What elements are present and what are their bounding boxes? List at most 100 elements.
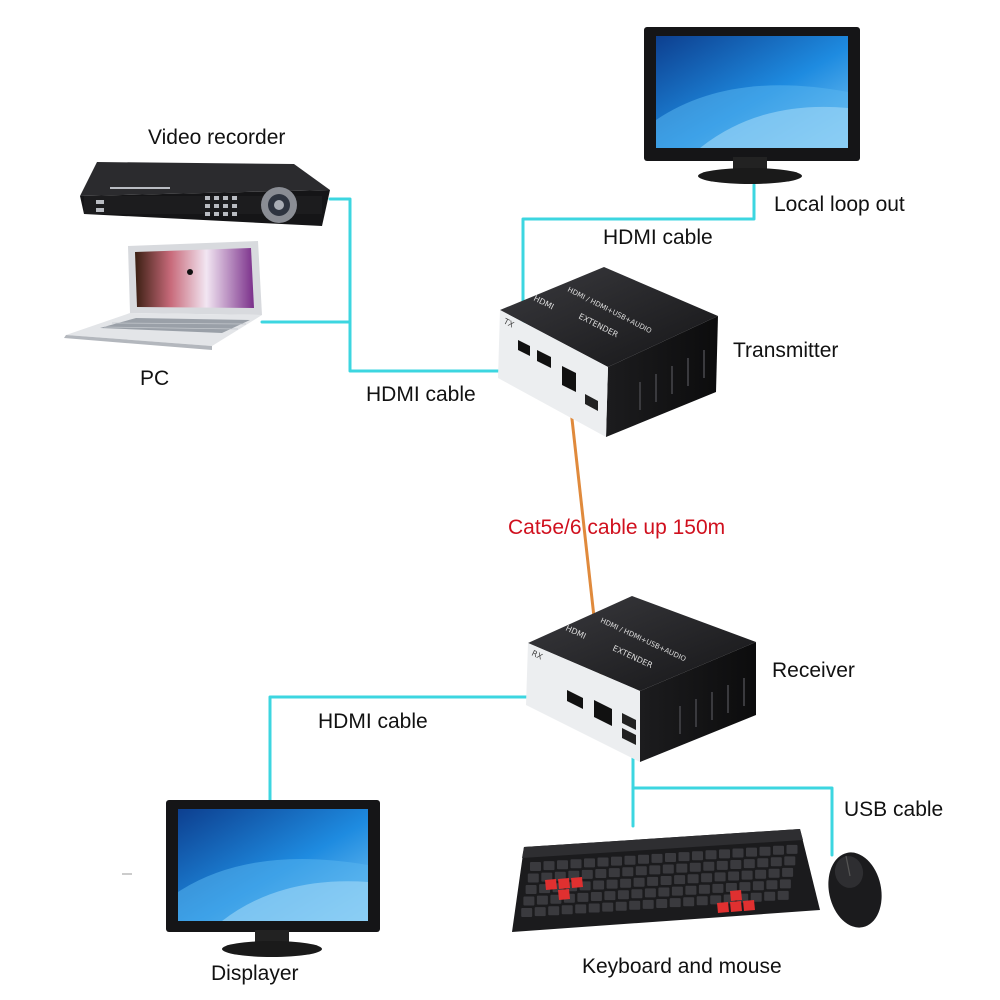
keyboard-key — [615, 901, 627, 911]
keyboard-key — [604, 891, 616, 901]
label-pc: PC — [140, 367, 169, 390]
keyboard-key — [773, 845, 784, 855]
keyboard-key — [683, 897, 695, 907]
hdmi-cable-recorder — [328, 197, 547, 373]
keyboard-key — [525, 885, 537, 894]
keyboard-key — [530, 862, 541, 871]
keyboard-key — [674, 875, 686, 885]
keyboard-key — [554, 871, 566, 881]
label-video-recorder: Video recorder — [148, 126, 285, 149]
keyboard-key — [543, 861, 555, 871]
keyboard-key — [635, 866, 647, 876]
keyboard-key — [629, 900, 641, 910]
keyboard-key — [768, 868, 780, 878]
keyboard-key — [755, 869, 767, 879]
keyboard-key — [561, 905, 573, 915]
keyboard-key — [716, 860, 728, 870]
cable-layer — [260, 183, 834, 857]
keyboard-key — [676, 863, 688, 873]
keyboard-key — [597, 857, 609, 867]
keyboard-key — [710, 895, 722, 905]
label-hdmi-cable-loop: HDMI cable — [603, 226, 713, 249]
video-recorder-icon — [80, 162, 330, 226]
keyboard-key — [642, 899, 654, 909]
keyboard-key — [714, 872, 726, 882]
label-transmitter: Transmitter — [733, 339, 838, 362]
keyboard-key — [703, 861, 715, 871]
extender-box-icon-receiver: HDMI HDMI / HDMI+USB+AUDIO EXTENDER RX — [526, 596, 756, 762]
keyboard-key — [732, 848, 744, 858]
keyboard-key — [527, 873, 539, 883]
keyboard-key — [523, 896, 535, 906]
keyboard-key — [770, 857, 782, 867]
keyboard-key — [705, 850, 717, 860]
keyboard-key — [784, 856, 796, 866]
monitor-icon-displayer — [166, 800, 380, 957]
keyboard-key — [631, 889, 643, 899]
keyboard-key — [548, 906, 560, 916]
keyboard-key — [779, 879, 791, 889]
keyboard-key — [766, 880, 778, 890]
label-displayer: Displayer — [211, 962, 299, 985]
label-hdmi-cable-source: HDMI cable — [366, 383, 476, 406]
rx-badge: RX — [530, 649, 544, 662]
keyboard-key — [750, 892, 762, 902]
hdmi-cable-loop — [521, 183, 756, 345]
hdmi-cable-display — [268, 695, 577, 802]
keyboard-key — [550, 894, 562, 904]
keyboard-key — [728, 871, 740, 881]
keyboard-key — [752, 881, 764, 891]
keyboard-key — [617, 890, 629, 900]
keyboard-key — [764, 891, 776, 901]
keyboard-key — [656, 899, 668, 908]
keyboard-key — [786, 844, 798, 854]
keyboard-key — [633, 877, 645, 887]
keyboard-key — [692, 851, 703, 861]
keyboard-key — [662, 864, 674, 874]
keyboard-key — [689, 862, 701, 872]
monitor-icon-loop — [644, 27, 860, 184]
keyboard-key — [678, 852, 690, 862]
keyboard-key — [660, 876, 672, 885]
keyboard-key — [577, 892, 589, 902]
keyboard-key — [575, 904, 587, 914]
keyboard-key — [624, 855, 636, 865]
keyboard-key — [588, 903, 600, 913]
mouse-icon — [828, 852, 882, 928]
keyboard-key — [669, 898, 681, 908]
extender-box-icon-transmitter: HDMI HDMI / HDMI+USB+AUDIO EXTENDER TX — [498, 267, 718, 437]
keyboard-key — [611, 856, 622, 866]
keyboard-key — [701, 873, 713, 883]
keyboard-key — [696, 896, 708, 906]
keyboard-key — [584, 858, 595, 868]
keyboard-key — [730, 860, 742, 869]
keyboard-key — [651, 853, 663, 863]
keyboard-key — [698, 884, 710, 894]
label-receiver: Receiver — [772, 659, 855, 682]
keyboard-key — [685, 885, 697, 895]
keyboard-key — [658, 887, 670, 897]
keyboard-key — [759, 846, 771, 856]
keyboard-key — [593, 880, 605, 890]
keyboard-key — [521, 908, 533, 917]
keyboard-key — [665, 853, 676, 862]
keyboard-key — [647, 876, 659, 886]
label-cat-cable: Cat5e/6 cable up 150m — [508, 516, 725, 539]
keyboard-key — [777, 890, 789, 900]
keyboard-key — [606, 879, 618, 889]
keyboard-key — [644, 888, 656, 898]
laptop-icon — [64, 241, 262, 350]
keyboard-key — [743, 859, 755, 869]
label-local-loop-out: Local loop out — [774, 193, 905, 216]
keyboard-key — [649, 865, 661, 875]
keyboard-key — [741, 870, 753, 880]
keyboard-key — [590, 892, 602, 901]
keyboard-key — [712, 883, 724, 893]
keyboard-key — [557, 860, 568, 870]
keyboard-key — [620, 878, 632, 888]
keyboard-key — [746, 847, 757, 857]
keyboard-key — [739, 882, 751, 892]
label-usb-cable: USB cable — [844, 798, 943, 821]
keyboard-key — [602, 902, 614, 912]
